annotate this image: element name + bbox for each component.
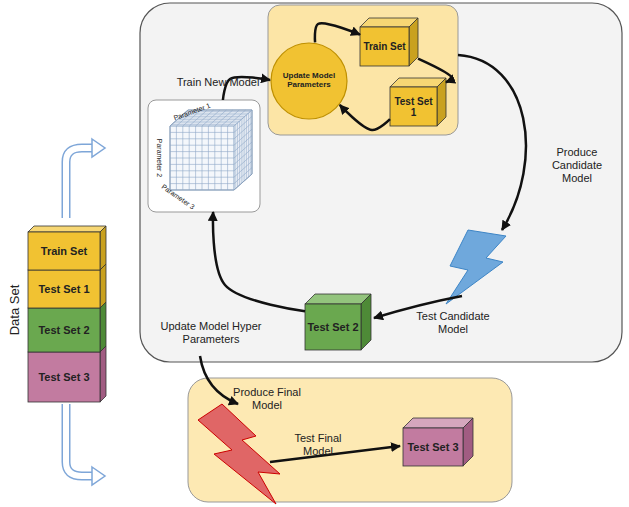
node-label: Test Set 2 [28,308,100,352]
node-label: Test Set 1 [390,87,437,126]
dataset-layer: Train Set [28,226,106,270]
flow-connector [315,23,360,42]
flow-connector [213,212,305,311]
data-cube: Test Set 2 [305,294,371,350]
node-label: Train Set [28,232,100,270]
dataset-layer: Test Set 1 [28,264,106,308]
axis-label: Parameter 2 [155,139,163,178]
node-label: Test Set 3 [28,352,100,402]
data-cube: Test Set 1 [390,78,446,126]
dataset-layer: Test Set 2 [28,302,106,352]
axis-label: Parameter 3 [160,183,196,211]
node-label: Train Set [360,27,409,66]
step-label: Produce Candidate Model [548,146,606,185]
step-label: Test Candidate Model [405,310,501,336]
flow-arrow [200,356,238,404]
data-flow-arrow [66,139,105,218]
step-label: Test Final Model [286,432,350,458]
node-label: Test Set 1 [28,270,100,308]
axis-label: Parameter 1 [173,102,212,122]
data-flow-arrow [66,404,105,485]
grid-cube [170,110,252,190]
tuning-loop-panel [140,3,622,362]
update-circle: Update Model Parameters [270,42,348,120]
edge-label: Train New Model [166,76,270,89]
final-model-bolt [198,404,280,504]
data-cube: Train Set [360,18,418,66]
training-loop-panel [268,5,458,135]
dataset-layer: Test Set 3 [28,346,106,402]
flow-connector [340,105,390,130]
axis-title: Data Set [8,285,21,336]
step-label: Produce Final Model [226,386,308,412]
grid-panel [148,100,260,212]
node-label: Test Set 2 [305,304,361,350]
hyperparameter-grid: Parameter 1 Parameter 2 Parameter 3 [148,100,260,212]
node-label: Test Set 3 [403,428,463,466]
data-cube: Test Set 3 [403,418,473,466]
node-label: Update Model Parameters [280,42,338,120]
flow-arrow [458,55,526,230]
flow-arrow [270,446,400,462]
edge-label: Update Model Hyper Parameters [147,320,275,346]
candidate-model-bolt [446,230,506,304]
